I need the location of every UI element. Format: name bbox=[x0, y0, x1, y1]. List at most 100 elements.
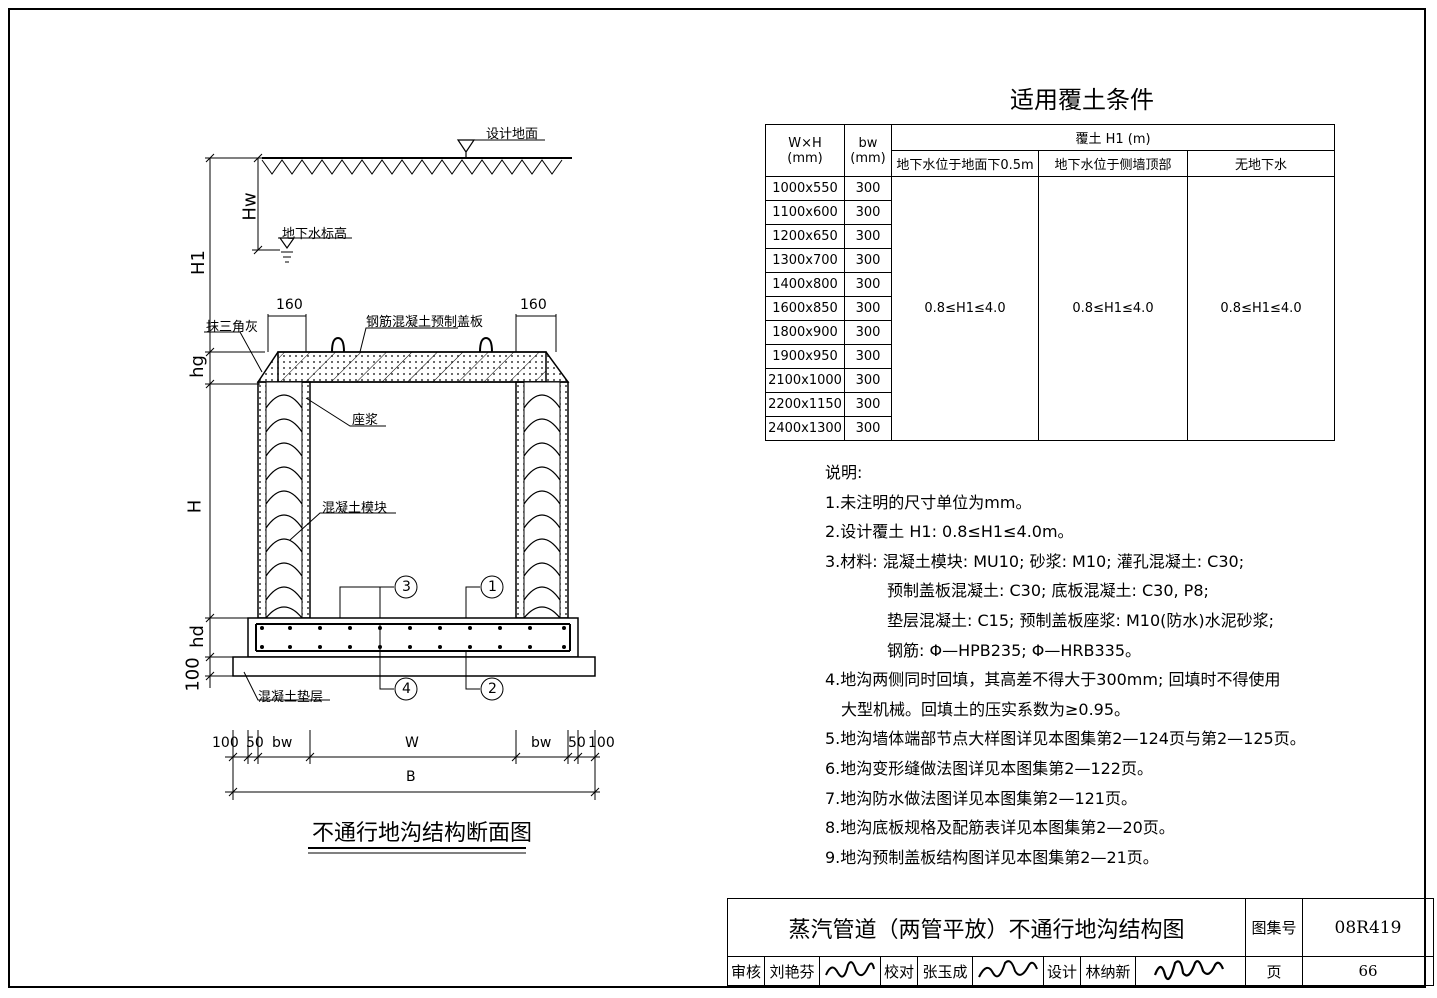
title-block: 蒸汽管道（两管平放）不通行地沟结构图 图集号 08R419 审核 刘艳芬 校对 … bbox=[727, 898, 1434, 986]
atlas-label: 图集号 bbox=[1245, 898, 1303, 957]
note-line: 3.材料: 混凝土模块: MU10; 砂浆: M10; 灌孔混凝土: C30; bbox=[825, 551, 1245, 571]
reviewer-name: 刘艳芬 bbox=[764, 956, 820, 986]
design-label: 设计 bbox=[1043, 956, 1081, 986]
range-col-2: 0.8≤H1≤4.0 bbox=[1038, 176, 1188, 441]
dim-100: 100 bbox=[182, 657, 204, 692]
row-bw: 300 bbox=[844, 176, 892, 201]
row-bw: 300 bbox=[844, 296, 892, 321]
dim-bottom-50-left: 50 bbox=[246, 735, 264, 751]
designer-signature bbox=[1135, 956, 1246, 986]
row-bw: 300 bbox=[844, 392, 892, 417]
head-wh-unit: (mm) bbox=[787, 150, 823, 166]
range-col-1: 0.8≤H1≤4.0 bbox=[891, 176, 1039, 441]
title-block-title: 蒸汽管道（两管平放）不通行地沟结构图 bbox=[727, 898, 1246, 957]
cushion-label: 混凝土垫层 bbox=[258, 690, 324, 705]
marker-leaders bbox=[339, 575, 504, 701]
row-bw: 300 bbox=[844, 416, 892, 441]
row-bw: 300 bbox=[844, 272, 892, 297]
concrete-cushion bbox=[232, 656, 596, 677]
mortar-label: 座浆 bbox=[352, 413, 379, 428]
dim-bottom-100-right: 100 bbox=[588, 735, 615, 751]
vertical-dimension-chain bbox=[205, 153, 280, 688]
checker-signature bbox=[972, 956, 1044, 986]
block-label: 混凝土模块 bbox=[322, 501, 388, 516]
atlas-number: 08R419 bbox=[1302, 898, 1434, 957]
horizontal-dimension-chain bbox=[225, 730, 600, 800]
row-bw: 300 bbox=[844, 224, 892, 249]
signature-mark bbox=[1153, 960, 1224, 981]
dim-bottom-bw-right: bw bbox=[531, 735, 552, 751]
water-level-symbol bbox=[278, 237, 352, 263]
ground-label: 设计地面 bbox=[486, 127, 539, 142]
row-wh: 2100x1000 bbox=[765, 368, 845, 393]
head-bw-unit: (mm) bbox=[850, 150, 886, 166]
page-label: 页 bbox=[1245, 956, 1303, 986]
dim-b: B bbox=[406, 769, 416, 785]
signature-mark bbox=[978, 960, 1038, 978]
review-label: 审核 bbox=[727, 956, 765, 986]
head-bw: bw bbox=[858, 135, 878, 151]
signature-mark bbox=[825, 961, 875, 978]
head-wh-cell: W×H (mm) bbox=[765, 124, 845, 177]
dim-hw: Hw bbox=[239, 192, 261, 221]
left-wall bbox=[257, 381, 311, 619]
col-groundwater-surface: 地下水位于地面下0.5m bbox=[891, 150, 1039, 177]
table-title: 适用覆土条件 bbox=[1010, 86, 1154, 114]
label-leaders bbox=[204, 314, 557, 701]
head-bw-cell: bw (mm) bbox=[844, 124, 892, 177]
row-bw: 300 bbox=[844, 248, 892, 273]
row-wh: 1200x650 bbox=[765, 224, 845, 249]
dim-bottom-w: W bbox=[405, 735, 419, 751]
right-wall bbox=[515, 381, 569, 619]
drawing-frame bbox=[8, 8, 1426, 988]
dim-bottom-100-left: 100 bbox=[212, 735, 239, 751]
drawing-title: 不通行地沟结构断面图 bbox=[312, 821, 533, 846]
row-wh: 2200x1150 bbox=[765, 392, 845, 417]
head-cover: 覆土 H1 (m) bbox=[891, 124, 1335, 151]
dim-160-left: 160 bbox=[276, 297, 303, 313]
row-wh: 1600x850 bbox=[765, 296, 845, 321]
dim-bottom-50-right: 50 bbox=[568, 735, 586, 751]
notes-heading: 说明: bbox=[825, 463, 863, 482]
row-bw: 300 bbox=[844, 368, 892, 393]
row-bw: 300 bbox=[844, 200, 892, 225]
note-line: 2.设计覆土 H1: 0.8≤H1≤4.0m。 bbox=[825, 522, 1074, 542]
checker-name: 张玉成 bbox=[917, 956, 973, 986]
col-no-groundwater: 无地下水 bbox=[1187, 150, 1335, 177]
note-line: 5.地沟墙体端部节点大样图详见本图集第2—124页与第2—125页。 bbox=[825, 729, 1306, 749]
row-wh: 1400x800 bbox=[765, 272, 845, 297]
ground-line bbox=[261, 139, 572, 175]
row-wh: 2400x1300 bbox=[765, 416, 845, 441]
note-line: 4.地沟两侧同时回填，其高差不得大于300mm; 回填时不得使用 bbox=[825, 670, 1281, 690]
cover-label: 钢筋混凝土预制盖板 bbox=[366, 315, 484, 330]
note-line: 垫层混凝土: C15; 预制盖板座浆: M10(防水)水泥砂浆; bbox=[887, 610, 1275, 630]
check-label: 校对 bbox=[880, 956, 918, 986]
range-col-3: 0.8≤H1≤4.0 bbox=[1187, 176, 1335, 441]
row-wh: 1300x700 bbox=[765, 248, 845, 273]
dim-hg: hg bbox=[186, 355, 208, 378]
marker-2: 2 bbox=[488, 681, 497, 697]
cover-slab bbox=[256, 336, 570, 383]
reviewer-signature bbox=[819, 956, 881, 986]
row-wh: 1000x550 bbox=[765, 176, 845, 201]
water-label: 地下水标高 bbox=[282, 227, 348, 242]
dim-h: H bbox=[184, 499, 206, 514]
row-wh: 1800x900 bbox=[765, 320, 845, 345]
marker-3: 3 bbox=[402, 579, 411, 595]
head-wh: W×H bbox=[788, 135, 822, 151]
note-line: 7.地沟防水做法图详见本图集第2—121页。 bbox=[825, 788, 1137, 808]
dim-bottom-bw-left: bw bbox=[272, 735, 293, 751]
note-line: 大型机械。回填土的压实系数为≥0.95。 bbox=[841, 699, 1131, 719]
triangle-label: 抹三角灰 bbox=[206, 320, 259, 335]
notes: 说明: 1.未注明的尺寸单位为mm。 2.设计覆土 H1: 0.8≤H1≤4.0… bbox=[825, 458, 1306, 872]
marker-4: 4 bbox=[402, 681, 411, 697]
cover-table: W×H (mm) bw (mm) 覆土 H1 (m) 地下水位于地面下0.5m … bbox=[765, 124, 1335, 441]
marker-1: 1 bbox=[488, 579, 497, 595]
note-line: 9.地沟预制盖板结构图详见本图集第2—21页。 bbox=[825, 847, 1159, 867]
note-line: 钢筋: Φ—HPB235; Φ—HRB335。 bbox=[887, 640, 1142, 660]
row-wh: 1900x950 bbox=[765, 344, 845, 369]
designer-name: 林纳新 bbox=[1080, 956, 1136, 986]
row-wh: 1100x600 bbox=[765, 200, 845, 225]
row-bw: 300 bbox=[844, 344, 892, 369]
